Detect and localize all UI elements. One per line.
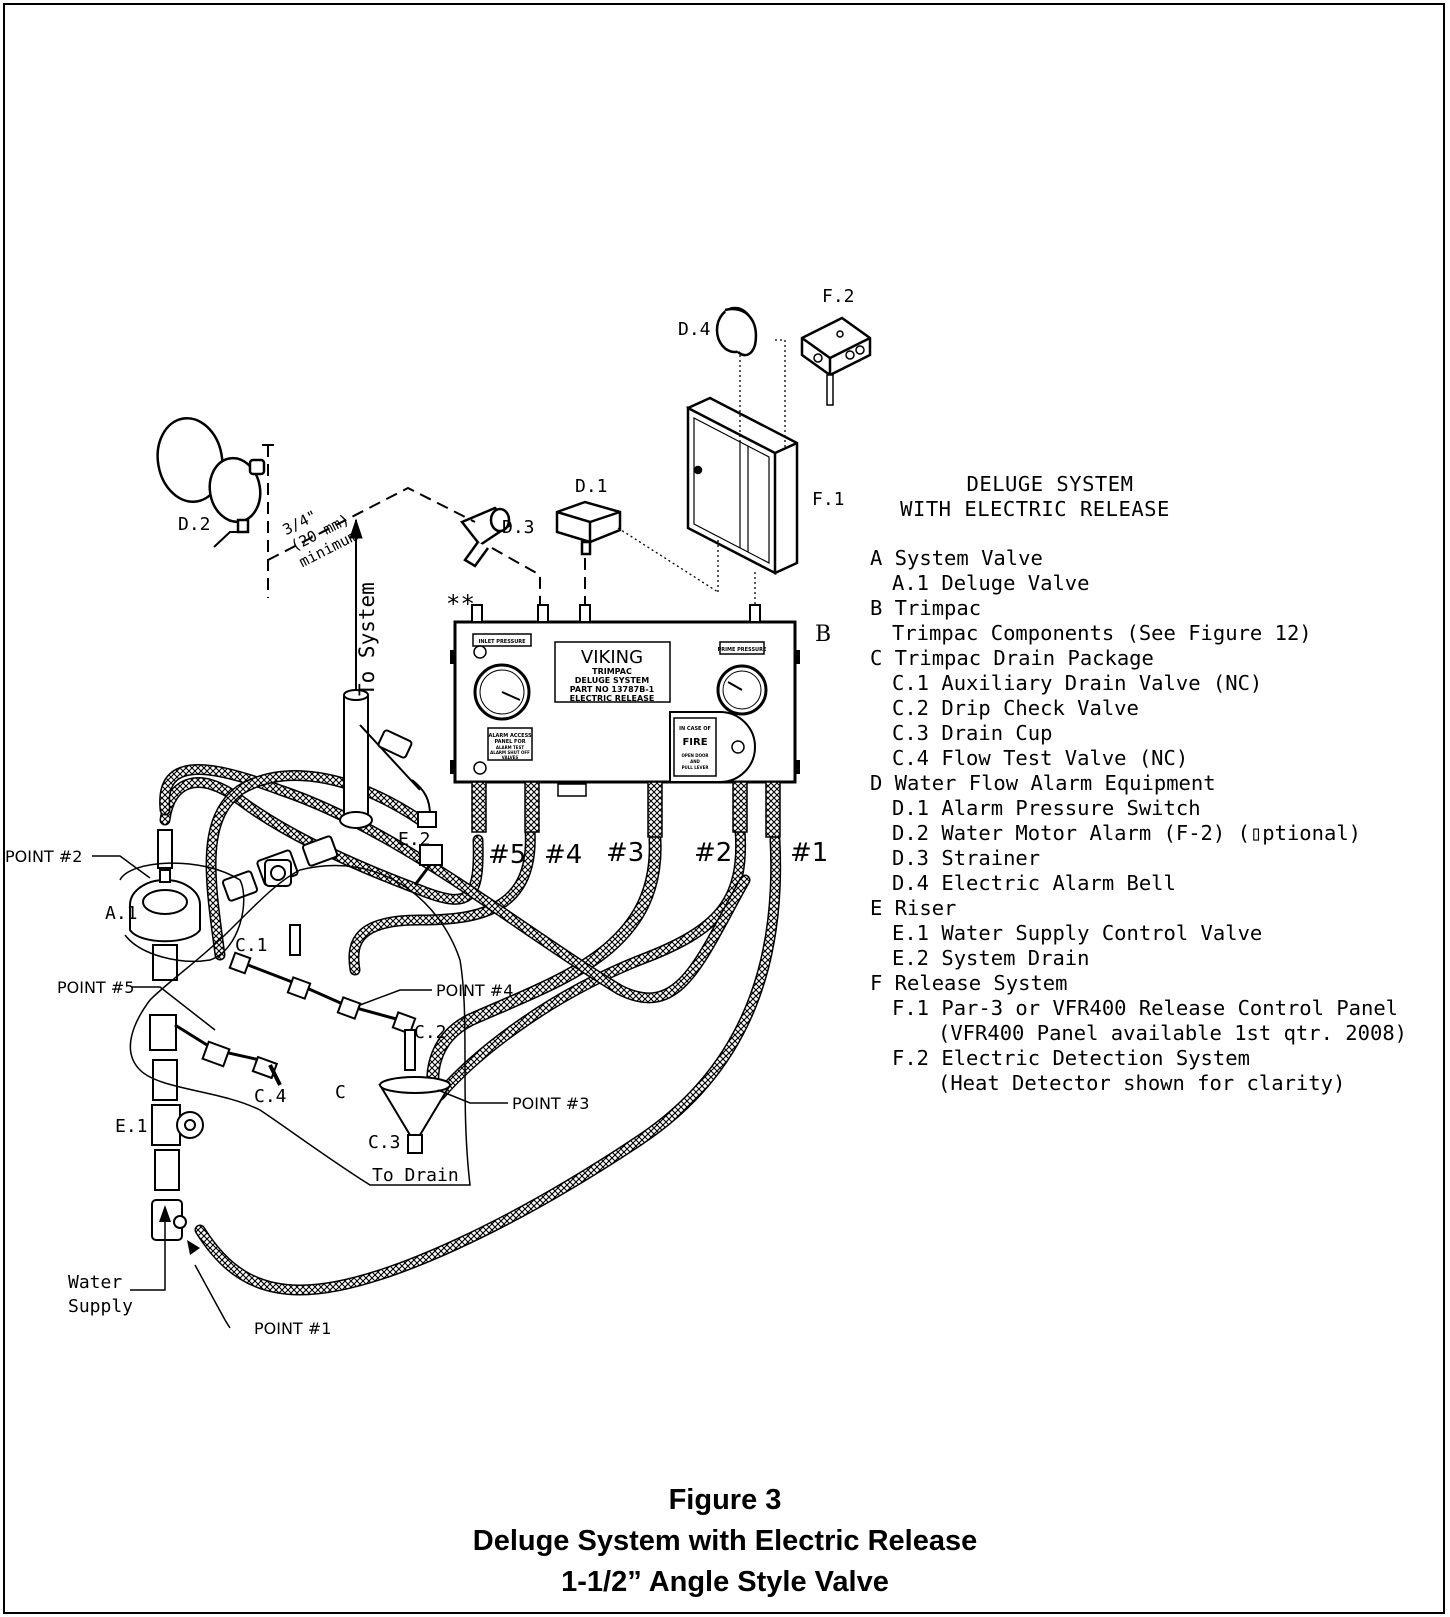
label-to-drain: To Drain [372, 1165, 459, 1186]
panel-fire2: FIRE [682, 737, 707, 748]
panel-line1: TRIMPAC [592, 667, 632, 676]
release-control-panel [686, 396, 799, 576]
panel-line4: ELECTRIC RELEASE [570, 694, 655, 703]
label-c1: C.1 [235, 935, 268, 956]
strainer [460, 506, 512, 568]
page-frame [3, 3, 1445, 1614]
riser-piping [129, 689, 452, 1241]
panel-prime: PRIME PRESSURE [718, 647, 767, 653]
port-label-1: #1 [790, 838, 828, 868]
caption-subtitle: 1-1/2” Angle Style Valve [561, 1566, 889, 1598]
legend-item: A.1 Deluge Valve [892, 571, 1090, 595]
heat-detector [800, 316, 872, 406]
panel-alarm5: VALVES [502, 755, 519, 760]
label-f2: F.2 [822, 286, 855, 307]
electric-alarm-bell [715, 306, 758, 357]
label-point1: POINT #1 [254, 1319, 331, 1338]
legend-item: (VFR400 Panel available 1st qtr. 2008) [938, 1021, 1407, 1045]
port-label-2: #2 [694, 838, 732, 868]
legend-item: D.4 Electric Alarm Bell [892, 871, 1176, 895]
legend-item: B Trimpac [870, 596, 982, 620]
panel-fire1: IN CASE OF [679, 726, 711, 732]
label-c4: C.4 [254, 1086, 287, 1107]
leader-lines [92, 855, 508, 1329]
label-c3: C.3 [368, 1132, 401, 1153]
legend-item: (Heat Detector shown for clarity) [938, 1071, 1346, 1095]
trimpac-box [450, 604, 800, 838]
legend-item: E.2 System Drain [892, 946, 1090, 970]
label-point5: POINT #5 [57, 978, 134, 997]
label-to-system: To System [355, 582, 379, 696]
diagram-labels: D.4 F.2 F.1 D.1 D.2 D.3 B ** 3/4" (20 mm… [5, 286, 855, 1338]
legend-item: Trimpac Components (See Figure 12) [892, 621, 1312, 645]
label-b: B [815, 622, 831, 647]
panel-fire4: AND [690, 759, 700, 764]
panel-alarm2: PANEL FOR [494, 739, 525, 745]
label-point4: POINT #4 [436, 981, 513, 1000]
legend-item: C.2 Drip Check Valve [892, 696, 1139, 720]
panel-alarm3: ALARM TEST [496, 745, 525, 750]
label-point2: POINT #2 [5, 847, 82, 866]
label-c2: C.2 [414, 1022, 447, 1043]
valve-outline [119, 862, 245, 962]
label-d3: D.3 [502, 517, 535, 538]
legend-item: C.3 Drain Cup [892, 721, 1053, 745]
panel-brand: VIKING [581, 647, 643, 668]
port-label-5: #5 [488, 840, 526, 870]
connection-lines [262, 339, 786, 690]
panel-inlet: INLET PRESSURE [478, 639, 526, 645]
legend-item: C.1 Auxiliary Drain Valve (NC) [892, 671, 1263, 695]
legend-item: F Release System [870, 971, 1068, 995]
braided-hoses [159, 764, 782, 1296]
label-d2: D.2 [178, 514, 211, 535]
trimpac-panel-text: VIKING TRIMPAC DELUGE SYSTEM PART NO 137… [478, 639, 766, 770]
legend-item: C.4 Flow Test Valve (NC) [892, 746, 1189, 770]
legend-item: D Water Flow Alarm Equipment [870, 771, 1216, 795]
legend-title-line1: DELUGE SYSTEM [966, 472, 1134, 496]
label-d4: D.4 [678, 319, 711, 340]
label-e2: E.2 [398, 829, 431, 850]
panel-alarm4: ALARM SHUT OFF [490, 750, 530, 755]
legend-item: D.2 Water Motor Alarm (F-2) (▯ptional) [892, 821, 1361, 845]
legend-item: E.1 Water Supply Control Valve [892, 921, 1263, 945]
legend-item: D.3 Strainer [892, 846, 1041, 870]
legend-item: A System Valve [870, 546, 1043, 570]
panel-line3: PART NO 13787B-1 [570, 685, 655, 694]
label-supply: Supply [68, 1296, 133, 1317]
point1-arrow [187, 1240, 200, 1255]
legend-item: C Trimpac Drain Package [870, 646, 1154, 670]
legend: DELUGE SYSTEM WITH ELECTRIC RELEASE A Sy… [870, 472, 1445, 1096]
port-label-4: #4 [544, 840, 582, 870]
label-e1: E.1 [115, 1116, 148, 1137]
label-point3: POINT #3 [512, 1094, 589, 1113]
label-water: Water [68, 1272, 122, 1293]
panel-fire5: PULL LEVER [682, 765, 709, 770]
label-stars: ** [446, 590, 475, 618]
drain-package-outline [129, 864, 471, 1186]
panel-fire3: OPEN DOOR [681, 753, 708, 758]
label-c: C [335, 1082, 346, 1103]
port-label-3: #3 [606, 838, 644, 868]
legend-item: F.1 Par-3 or VFR400 Release Control Pane… [892, 996, 1399, 1020]
legend-title-line2: WITH ELECTRIC RELEASE [900, 497, 1170, 521]
label-d1: D.1 [575, 476, 608, 497]
caption-title: Deluge System with Electric Release [472, 1525, 978, 1557]
label-f1: F.1 [812, 489, 845, 510]
legend-item: F.2 Electric Detection System [892, 1046, 1250, 1070]
panel-line2: DELUGE SYSTEM [575, 676, 649, 685]
caption-figure-number: Figure 3 [668, 1484, 782, 1516]
legend-item: D.1 Alarm Pressure Switch [892, 796, 1201, 820]
label-a1: A.1 [105, 903, 138, 924]
legend-item: E Riser [870, 896, 957, 920]
alarm-pressure-switch [555, 500, 622, 556]
water-supply-arrow [159, 1205, 171, 1222]
panel-alarm1: ALARM ACCESS [488, 733, 531, 739]
water-motor-alarm [156, 417, 266, 548]
figure-caption: Figure 3 Deluge System with Electric Rel… [0, 1480, 1450, 1603]
